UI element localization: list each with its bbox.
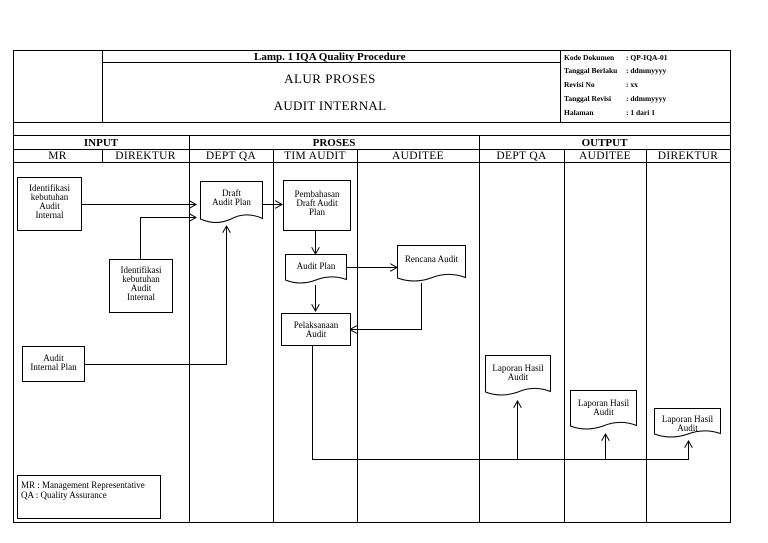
doc-draft-audit-plan — [200, 181, 263, 223]
doc-draft-audit-plan-label: Draft Audit Plan — [212, 188, 251, 207]
column-header-dept-qa: DEPT QA — [205, 150, 257, 162]
meta-value: : ddmmyyyy — [626, 94, 667, 103]
process-direktur-identifikasi: Identifikasi kebutuhan Audit Internal — [109, 259, 173, 313]
section-output: OUTPUT — [581, 137, 628, 149]
process-label: Identifikasi kebutuhan Audit Internal — [120, 265, 162, 302]
doc-rencana-audit — [397, 245, 466, 282]
legend-item: MR : Management Representative — [21, 480, 145, 490]
doc-audit-plan-label: Audit Plan — [296, 261, 336, 271]
process-pelaksanaan: Pelaksanaan Audit — [281, 313, 351, 346]
legend-item: QA : Quality Assurance — [21, 490, 107, 500]
doc-audit-plan — [285, 254, 347, 284]
column-header-auditee: AUDITEE — [392, 150, 444, 162]
meta-value: : QP-IQA-01 — [626, 53, 668, 62]
page-subtitle: AUDIT INTERNAL — [273, 98, 387, 113]
meta-value: : 1 dari 1 — [626, 108, 655, 117]
process-label: Audit Internal Plan — [30, 353, 77, 372]
doc-laporan-direktur-label: Laporan Hasil Audit — [661, 414, 714, 433]
meta-label: Tanggal Revisi — [564, 94, 612, 103]
doc-laporan-qa — [485, 355, 551, 396]
lamp-title: Lamp. 1 IQA Quality Procedure — [254, 51, 406, 63]
meta-label: Tanggal Berlaku — [564, 66, 618, 75]
meta-value: : ddmmyyyy — [626, 66, 667, 75]
page-title: ALUR PROSES — [284, 71, 376, 86]
section-input: INPUT — [83, 137, 119, 149]
column-header-auditee-output: AUDITEE — [579, 150, 631, 162]
section-proses: PROSES — [312, 137, 356, 149]
column-header-mr: MR — [48, 150, 67, 162]
column-header-dept-qa-output: DEPT QA — [496, 150, 547, 162]
process-label: Identifikasi kebutuhan Audit Internal — [29, 183, 70, 220]
legend: MR : Management Representative QA : Qual… — [17, 475, 161, 519]
process-label: Pembahasan Draft Audit Plan — [294, 189, 340, 217]
process-mr-identifikasi: Identifikasi kebutuhan Audit Internal — [17, 177, 82, 231]
column-header-direktur-output: DIREKTUR — [657, 150, 719, 162]
process-label: Pelaksanaan Audit — [293, 320, 339, 339]
doc-laporan-auditee-label: Laporan Hasil Audit — [577, 398, 630, 417]
meta-value: : xx — [626, 80, 638, 89]
process-audit-internal-plan: Audit Internal Plan — [22, 346, 85, 382]
meta-label: Kode Dokumen — [564, 53, 615, 62]
meta-label: Revisi No — [564, 80, 595, 89]
doc-laporan-qa-label: Laporan Hasil Audit — [492, 363, 544, 382]
doc-laporan-auditee — [570, 390, 637, 430]
doc-laporan-direktur — [654, 408, 721, 438]
column-header-tim-audit: TIM AUDIT — [284, 150, 346, 162]
doc-rencana-audit-label: Rencana Audit — [404, 254, 459, 264]
column-header-direktur: DIREKTUR — [115, 150, 176, 162]
process-pembahasan: Pembahasan Draft Audit Plan — [283, 180, 351, 231]
meta-label: Halaman — [564, 108, 594, 117]
